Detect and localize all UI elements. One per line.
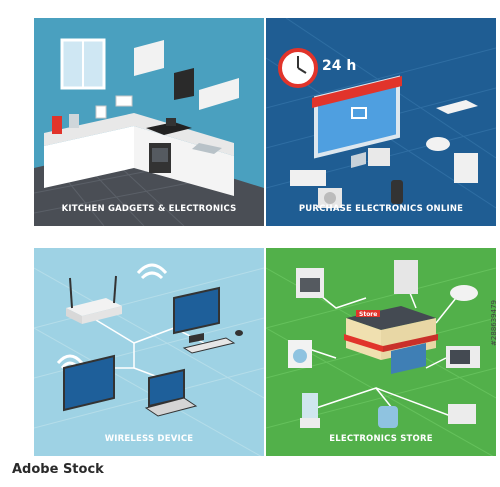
iron-icon <box>450 285 478 301</box>
sink-icon <box>192 143 222 154</box>
kitchen-panel: KITCHEN GADGETS & ELECTRONICS <box>34 18 264 226</box>
keyboard-icon <box>182 337 236 354</box>
air-conditioner-icon <box>290 170 326 186</box>
radiator-icon <box>454 153 478 183</box>
store-caption: ELECTRONICS STORE <box>329 434 433 444</box>
cooktop-icon <box>146 122 192 135</box>
kettle-icon <box>378 406 398 428</box>
speaker-icon <box>166 118 176 126</box>
online-panel: 24 h PURCHASE ELECTRONICS ONLINE <box>266 18 496 226</box>
toaster-icon <box>368 148 390 166</box>
hours-sign: 24 h <box>322 58 356 74</box>
toaster-icon <box>448 404 476 424</box>
router-icon <box>436 100 478 114</box>
awning-icon <box>312 76 402 108</box>
store-awning <box>383 334 438 352</box>
store-roof <box>346 306 436 330</box>
upper-cabinet <box>134 40 164 76</box>
microwave-icon <box>115 95 133 107</box>
kettle-icon <box>69 114 79 128</box>
iron-icon <box>426 137 450 151</box>
mouse-icon <box>235 330 243 336</box>
coffee-maker-icon <box>52 116 62 134</box>
wireless-caption: WIRELESS DEVICE <box>104 434 194 444</box>
watermark-id: #288639479 <box>490 300 498 346</box>
toaster-icon <box>95 105 107 119</box>
kitchen-caption: KITCHEN GADGETS & ELECTRONICS <box>61 204 237 214</box>
wireless-panel: WIRELESS DEVICE <box>34 248 264 456</box>
store-sign-text: Store <box>359 311 377 318</box>
desktop-monitor-icon <box>173 286 220 335</box>
watermark-brand: Adobe Stock <box>12 462 104 477</box>
cart-icon <box>351 107 367 119</box>
tv-icon <box>63 354 115 412</box>
coffee-machine-icon <box>394 260 418 294</box>
blender-icon <box>302 393 318 419</box>
router-icon <box>66 298 122 316</box>
base-cabinets-left <box>44 126 134 188</box>
store-panel: Store ELECTRONICS STORE <box>266 248 496 456</box>
upper-cabinet-right <box>199 78 239 110</box>
online-caption: PURCHASE ELECTRONICS ONLINE <box>298 204 464 214</box>
smart-speaker-icon <box>391 180 403 204</box>
range-hood <box>174 68 194 100</box>
